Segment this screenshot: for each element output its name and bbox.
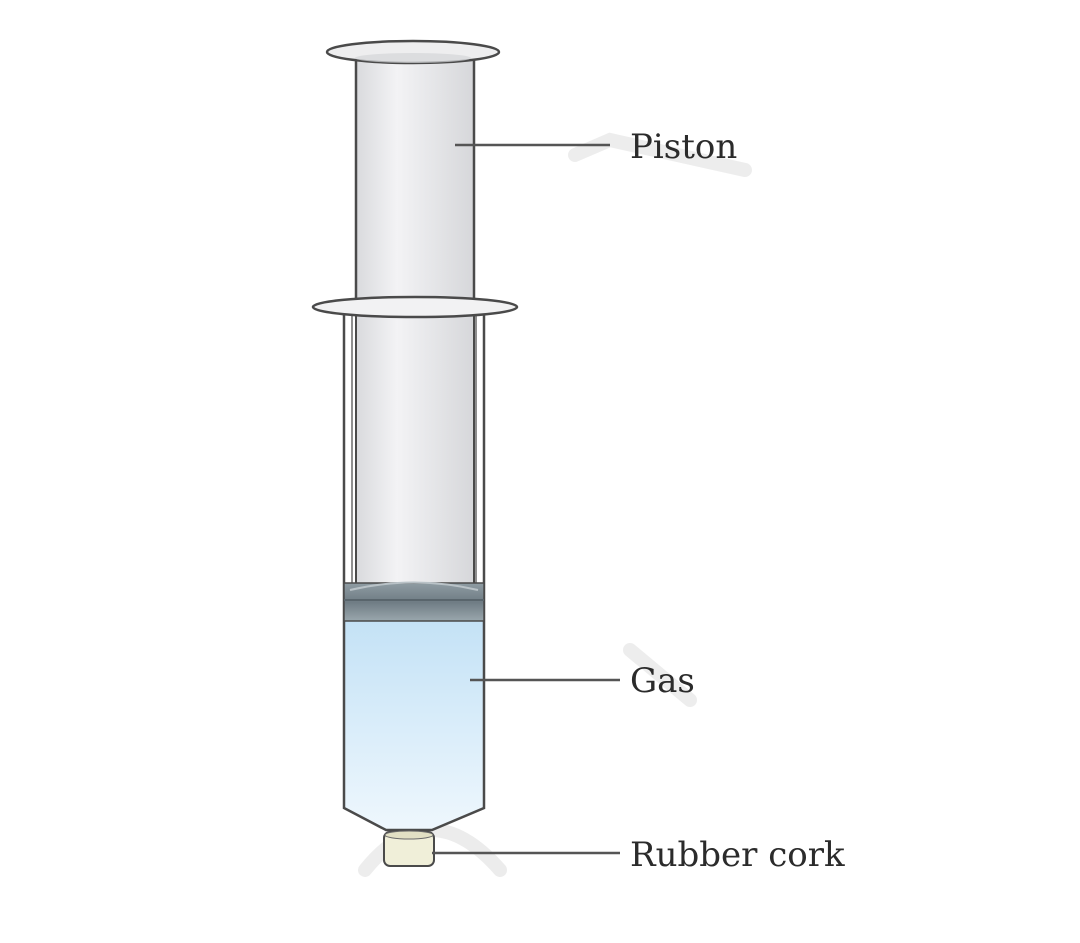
piston-label: Piston xyxy=(630,127,737,167)
gas-label: Gas xyxy=(630,661,695,701)
rubber-cork xyxy=(383,830,435,867)
rubber-cork-label: Rubber cork xyxy=(630,835,845,875)
piston xyxy=(325,39,501,588)
gas-region xyxy=(344,620,484,830)
syringe-barrel xyxy=(342,308,486,832)
piston-seal xyxy=(343,581,485,622)
barrel-flange xyxy=(311,295,519,319)
